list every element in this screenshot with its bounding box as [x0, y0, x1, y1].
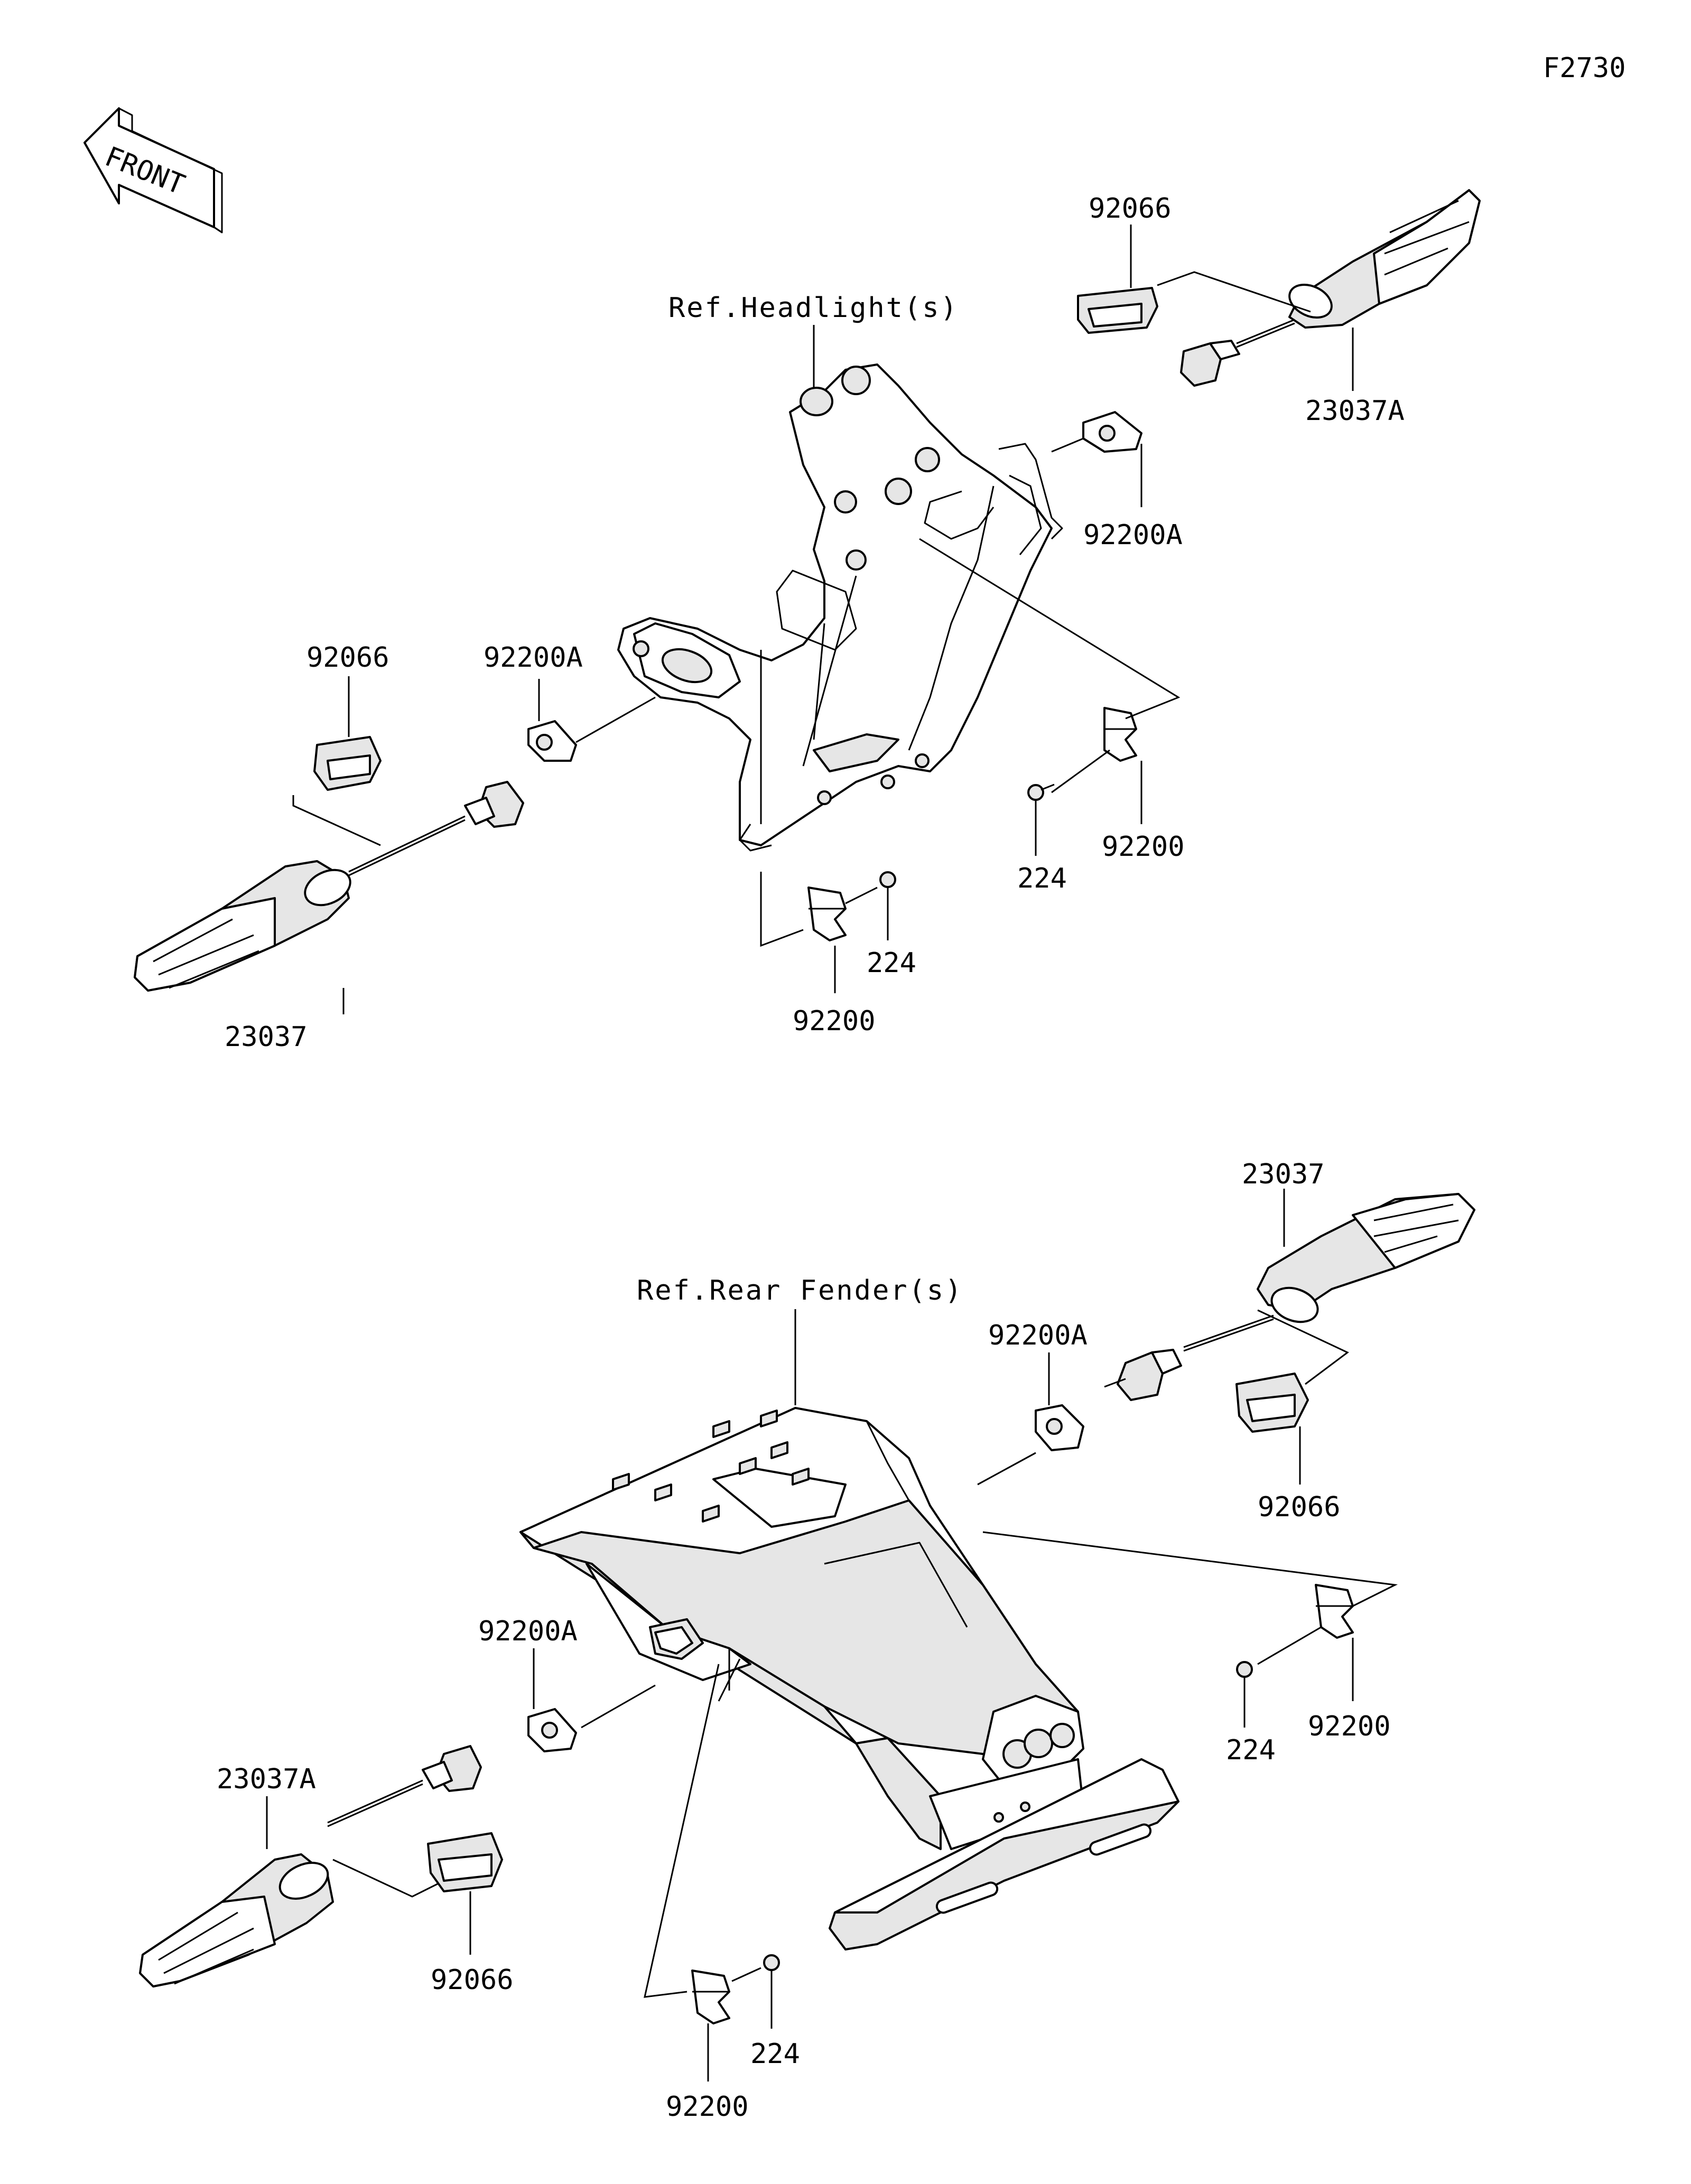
front-label-23037A: 23037A: [1305, 395, 1405, 427]
rear-label-92200A-left: 92200A: [478, 1616, 578, 1647]
front-label-92200-right: 92200: [1102, 831, 1185, 863]
front-label-23037: 23037: [225, 1021, 308, 1053]
front-center-clip: [807, 886, 847, 941]
headlight-bracket: [617, 363, 1063, 852]
front-label-224-right: 224: [1017, 863, 1067, 894]
ref-headlight-label: Ref.Headlight(s): [668, 292, 959, 324]
front-center-bolt: [879, 871, 896, 888]
ref-rear-fender-label: Ref.Rear Fender(s): [637, 1275, 963, 1306]
rear-label-92066-right: 92066: [1258, 1491, 1341, 1523]
rear-right-turn-signal: [1117, 1193, 1475, 1401]
rear-center-bolt: [763, 1954, 780, 1971]
rear-right-grommet: [1235, 1373, 1309, 1433]
front-label-224-center: 224: [867, 947, 916, 979]
front-label-92200A-right: 92200A: [1083, 519, 1183, 551]
rear-fender: [519, 1407, 1179, 1950]
front-left-plate: [527, 720, 577, 762]
front-right-plate: [1082, 411, 1142, 453]
rear-right-plate: [1035, 1404, 1084, 1451]
rear-label-92066-left: 92066: [431, 1964, 514, 1996]
front-right-bolt: [1027, 783, 1055, 801]
rear-label-224-center: 224: [750, 2038, 800, 2070]
rear-label-92200-center: 92200: [666, 2091, 749, 2123]
rear-left-turn-signal: [139, 1745, 482, 1987]
front-left-turn-signal: [134, 781, 524, 992]
front-right-turn-signal: [1180, 189, 1481, 387]
rear-right-clip: [1315, 1584, 1354, 1639]
front-label-92200A-left: 92200A: [484, 642, 583, 674]
front-label-92066-left: 92066: [306, 642, 389, 674]
rear-left-grommet: [427, 1832, 503, 1892]
front-right-grommet: [1077, 287, 1158, 334]
page-code: F2730: [1543, 52, 1626, 84]
rear-label-224-right: 224: [1226, 1734, 1276, 1766]
rear-center-clip: [691, 1970, 730, 2024]
rear-left-plate: [527, 1708, 577, 1752]
front-left-grommet: [313, 736, 382, 791]
rear-label-23037A: 23037A: [217, 1763, 316, 1795]
rear-label-92200-right: 92200: [1308, 1711, 1391, 1742]
front-label-92200-center: 92200: [793, 1005, 876, 1037]
rear-right-bolt: [1236, 1661, 1253, 1678]
front-arrow-icon: FRONT: [83, 107, 223, 234]
rear-label-23037: 23037: [1242, 1159, 1325, 1190]
rear-label-92200A-right: 92200A: [988, 1320, 1088, 1351]
front-label-92066-right: 92066: [1089, 193, 1172, 225]
